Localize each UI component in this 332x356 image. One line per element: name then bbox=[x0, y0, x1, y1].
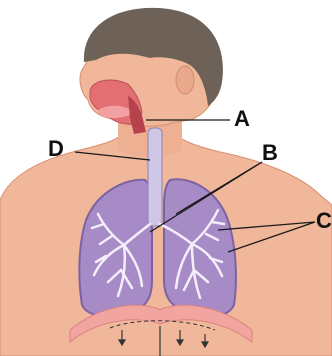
ear bbox=[176, 66, 194, 94]
label-d: D bbox=[48, 138, 64, 160]
label-c: C bbox=[316, 210, 332, 232]
label-a: A bbox=[234, 108, 250, 130]
label-b: B bbox=[262, 142, 278, 164]
trachea bbox=[148, 128, 162, 226]
